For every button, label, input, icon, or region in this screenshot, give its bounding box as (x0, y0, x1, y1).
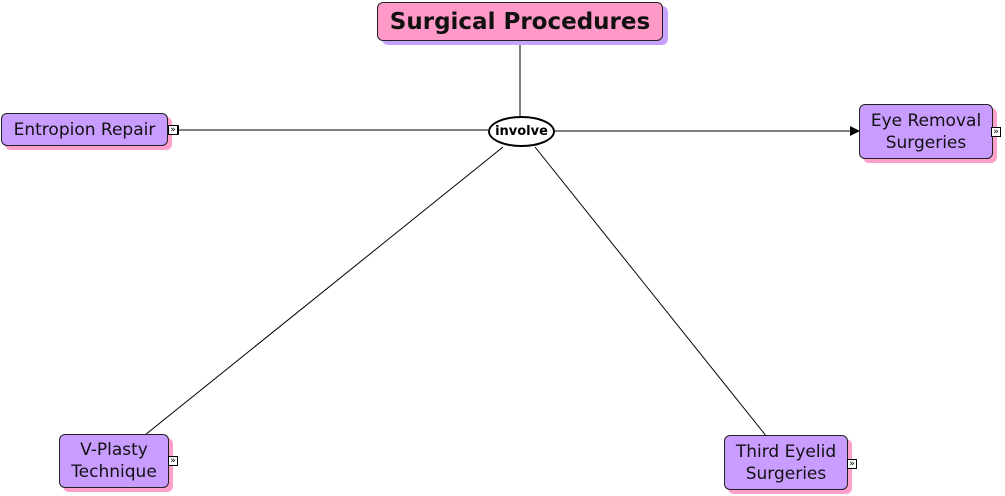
concept-label: Third Eyelid Surgeries (735, 441, 837, 484)
concept-third-eyelid-surgeries[interactable]: Third Eyelid Surgeries (724, 435, 848, 490)
line-linker-to-vplasty (144, 146, 504, 436)
concept-label: Entropion Repair (13, 119, 156, 140)
double-chevron-right-icon[interactable]: » (168, 456, 178, 466)
linking-phrase-label: involve (495, 124, 548, 139)
root-concept-label: Surgical Procedures (389, 8, 651, 35)
concept-label: Eye Removal Surgeries (870, 110, 982, 153)
concept-v-plasty-technique[interactable]: V-Plasty Technique (59, 434, 169, 488)
concept-eye-removal-surgeries[interactable]: Eye Removal Surgeries (859, 104, 993, 159)
double-chevron-right-icon[interactable]: » (847, 459, 857, 469)
double-chevron-right-icon[interactable]: » (168, 125, 178, 135)
concept-label: V-Plasty Technique (71, 440, 157, 482)
line-linker-to-third-eyelid (534, 146, 768, 438)
root-concept-surgical-procedures[interactable]: Surgical Procedures (377, 2, 663, 41)
linking-phrase-involve[interactable]: involve (488, 116, 555, 147)
double-chevron-right-icon[interactable]: » (991, 127, 1001, 137)
concept-entropion-repair[interactable]: Entropion Repair (1, 113, 168, 146)
